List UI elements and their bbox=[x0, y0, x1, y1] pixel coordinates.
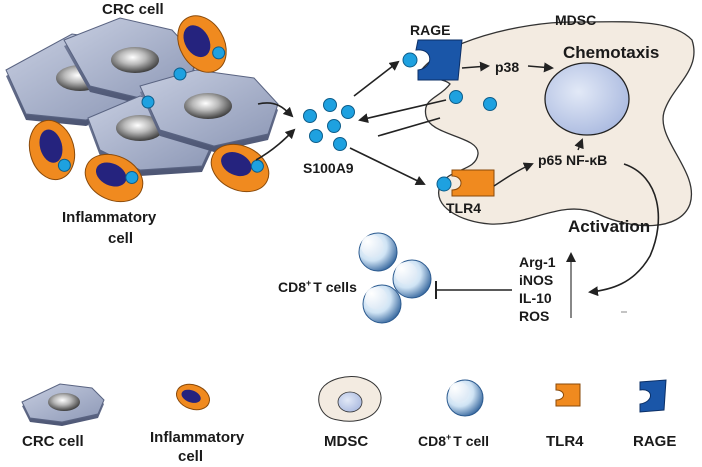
p65-to-nucleus-arrow bbox=[574, 138, 584, 151]
cd8-t-cell-icon bbox=[358, 232, 398, 272]
p38-to-nucleus-arrow bbox=[527, 62, 554, 73]
crc-to-s100a9-arrow bbox=[257, 102, 294, 118]
cd8-t-cell-icon bbox=[362, 284, 402, 324]
s100a9-label: S100A9 bbox=[303, 160, 354, 176]
legend-crc-cell-label: CRC cell bbox=[22, 433, 84, 450]
mdsc-release-arrow bbox=[377, 117, 441, 137]
mdsc-nucleus bbox=[544, 62, 630, 136]
tlr4-to-p65-arrow bbox=[493, 162, 534, 187]
legend-rage-label: RAGE bbox=[633, 433, 676, 450]
s100a9-protein-cluster bbox=[303, 98, 355, 151]
chemotaxis-label: Chemotaxis bbox=[563, 43, 659, 62]
legend-crc-cell-icon bbox=[21, 383, 105, 426]
factor-il10: IL-10 bbox=[519, 290, 552, 306]
crc-cell-icon bbox=[63, 17, 197, 104]
legend-rage-icon bbox=[639, 379, 667, 413]
cd8-t-cell-icon bbox=[392, 259, 432, 299]
legend-inflammatory-label-line2: cell bbox=[178, 448, 203, 465]
rage-to-p38-arrow bbox=[461, 61, 490, 72]
inflammatory-cell-icon bbox=[210, 143, 270, 193]
activation-label: Activation bbox=[568, 217, 650, 236]
inflammatory-cell-icon bbox=[84, 153, 144, 203]
rage-receptor bbox=[402, 39, 463, 81]
inflammatory-to-s100a9-arrow bbox=[255, 128, 296, 161]
inflammatory-cell-label-line2: cell bbox=[108, 230, 133, 247]
rage-label: RAGE bbox=[410, 22, 450, 38]
s100a9-to-tlr4-arrow bbox=[349, 147, 426, 185]
crc-cell-cluster bbox=[5, 17, 279, 176]
inflammatory-cell-icon bbox=[177, 15, 227, 73]
tlr4-receptor bbox=[436, 169, 495, 197]
s100a9-to-rage-arrow bbox=[353, 60, 400, 97]
factor-ros: ROS bbox=[519, 308, 549, 324]
crc-cell-label: CRC cell bbox=[102, 1, 164, 18]
p38-label: p38 bbox=[495, 59, 519, 75]
factor-arg1: Arg-1 bbox=[519, 254, 556, 270]
legend-inflammatory-cell-icon bbox=[176, 383, 210, 411]
p65-nfkb-label: p65 NF-κB bbox=[538, 152, 607, 168]
legend-inflammatory-label-line1: Inflammatory bbox=[150, 429, 245, 446]
legend-tlr4-label: TLR4 bbox=[546, 433, 584, 450]
crc-cell-icon bbox=[139, 69, 279, 152]
legend-cd8-t-cell-icon bbox=[446, 379, 484, 417]
inflammatory-cell-label-line1: Inflammatory bbox=[62, 209, 157, 226]
legend-mdsc-icon bbox=[318, 376, 382, 422]
mdsc-to-s100a9-arrow bbox=[358, 99, 447, 124]
legend-tlr4-icon bbox=[555, 383, 581, 407]
mdsc-label: MDSC bbox=[555, 12, 596, 28]
cd8-t-cells-label: CD8+T cells bbox=[278, 278, 357, 295]
factor-inos: iNOS bbox=[519, 272, 553, 288]
legend-mdsc-label: MDSC bbox=[324, 433, 368, 450]
tlr4-label: TLR4 bbox=[446, 200, 481, 216]
legend: CRC cell Inflammatory cell MDSC CD8+T ce… bbox=[21, 376, 676, 465]
legend-cd8-t-cell-label: CD8+T cell bbox=[418, 432, 489, 449]
inflammatory-cell-icon bbox=[28, 119, 76, 181]
activation-arrow bbox=[588, 163, 660, 297]
